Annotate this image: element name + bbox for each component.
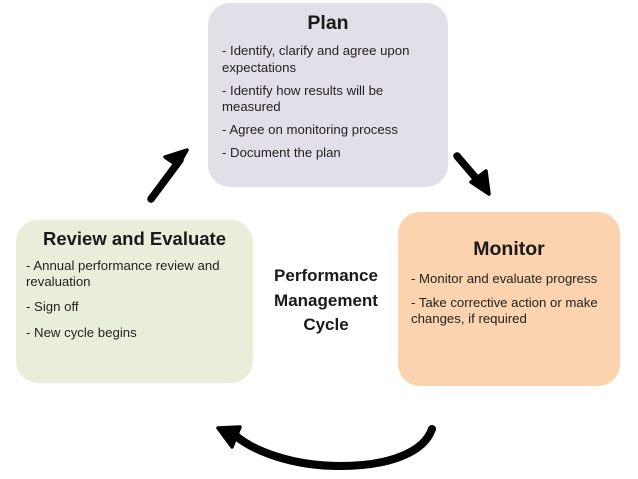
plan-item: - Identify how results will be measured [222,82,384,114]
arrow-up-right-icon [147,148,189,203]
arrow-curved-left-icon [216,425,436,471]
plan-title: Plan [307,12,349,34]
review-and-evaluate-title: Review and Evaluate [42,228,227,249]
plan-box[interactable]: Plan - Identify, clarify and agree upon … [208,3,448,187]
plan-item: - Agree on monitoring process [222,121,398,137]
arrow-down-right-icon [453,152,491,196]
review-item: - Annual performance review and revaluat… [26,258,220,290]
monitor-title: Monitor [473,238,545,260]
monitor-item: - Take corrective action or make changes… [411,294,598,326]
plan-item: - Document the plan [222,144,341,160]
plan-item-list: - Identify, clarify and agree upon expec… [222,43,434,161]
cycle-center-label: Performance Management Cycle [274,266,378,335]
monitor-box[interactable]: Monitor - Monitor and evaluate progress … [398,212,620,386]
review-item: - Sign off [26,299,79,315]
review-and-evaluate-box[interactable]: Review and Evaluate - Annual performance… [16,220,253,383]
review-item: - New cycle begins [26,324,137,340]
review-item-list: - Annual performance review and revaluat… [26,258,243,340]
plan-item: - Identify, clarify and agree upon expec… [222,43,410,75]
monitor-item-list: - Monitor and evaluate progress - Take c… [411,271,607,326]
monitor-item: - Monitor and evaluate progress [411,271,598,287]
